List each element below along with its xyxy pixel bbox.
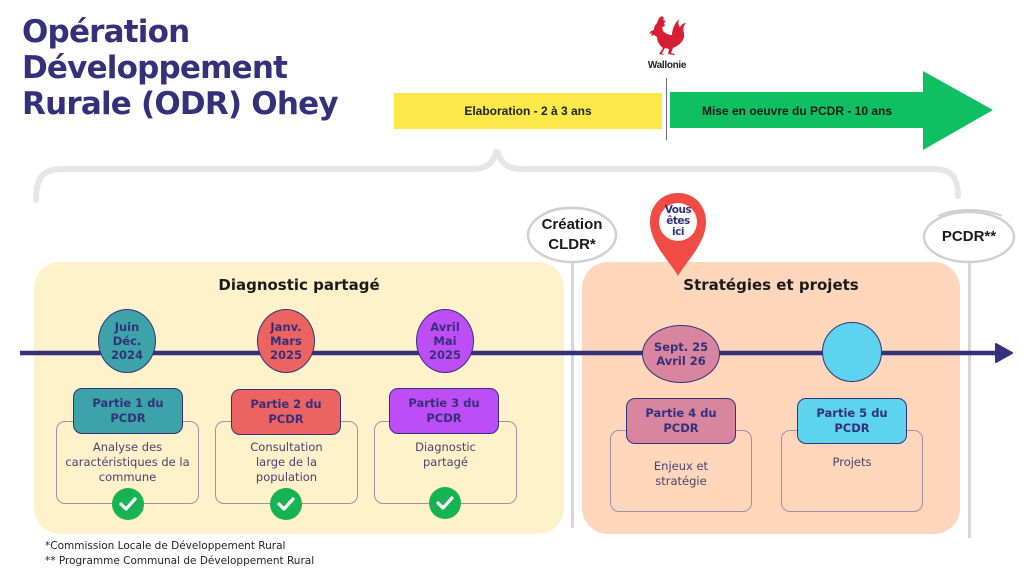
completed-check-icon (112, 488, 144, 520)
date-line: Janv. (270, 320, 302, 334)
completed-check-icon (429, 487, 461, 519)
title-line-1: Opération (22, 14, 190, 50)
part-line: PCDR (110, 411, 146, 425)
part-label-step-1: Partie 1 du PCDR (73, 388, 183, 434)
part-label-step-3: Partie 3 du PCDR (389, 388, 499, 434)
footnote-pcdr: ** Programme Communal de Développement R… (45, 555, 315, 567)
description-line: population (255, 470, 318, 484)
description-line: Enjeux et (653, 459, 709, 473)
part-label-step-2: Partie 2 du PCDR (231, 389, 341, 435)
part-line: Partie 2 du (250, 397, 322, 411)
phase-divider (666, 78, 667, 140)
description-line: Projets (832, 455, 872, 469)
part-line: PCDR (834, 421, 870, 435)
description-line: partagé (422, 455, 468, 469)
part-line: Partie 1 du (92, 396, 164, 410)
date-node-step-5 (822, 322, 882, 382)
part-line: PCDR (268, 412, 304, 426)
footnote-cldr: *Commission Locale de Développement Rura… (45, 540, 286, 552)
cldr-line-1: Création (541, 216, 603, 233)
panel-diagnostic-title: Diagnostic partagé (218, 276, 380, 294)
description-line: caractéristiques de la (65, 455, 190, 469)
you-are-here-line-2: êtes (666, 215, 690, 227)
date-line: Avril 26 (656, 354, 706, 368)
logo-text: Wallonie (647, 60, 687, 71)
cldr-line-2: CLDR* (548, 236, 596, 253)
part-line: PCDR (663, 421, 699, 435)
part-line: Partie 4 du (645, 406, 717, 420)
phase-implementation-label: Mise en oeuvre du PCDR - 10 ans (701, 104, 893, 118)
cldr-milestone: Création CLDR* (524, 211, 620, 259)
you-are-here-line-1: Vous (664, 204, 692, 216)
date-node-step-1: Juin Déc. 2024 (98, 309, 156, 373)
pcdr-label: PCDR** (941, 228, 997, 245)
part-label-step-4: Partie 4 du PCDR (626, 398, 736, 444)
description-box-step-3: Diagnostic partagé (374, 421, 517, 504)
pcdr-milestone-line (968, 256, 971, 538)
page-title: Opération Développement Rurale (ODR) Ohe… (22, 14, 339, 122)
you-are-here-line-3: ici (672, 226, 684, 238)
pcdr-bubble-outline (922, 209, 1016, 264)
date-line: Déc. (112, 334, 142, 348)
date-line: Mai (433, 334, 457, 348)
description-line: Consultation (250, 440, 323, 454)
date-line: 2025 (428, 348, 461, 362)
location-pin-icon (650, 193, 706, 276)
phase-elaboration-label: Elaboration - 2 à 3 ans (464, 104, 592, 118)
date-line: Avril (430, 320, 460, 334)
description-line: commune (98, 470, 157, 484)
date-line: Mars (270, 334, 302, 348)
description-line: Analyse des (92, 440, 163, 454)
date-node-step-2: Janv. Mars 2025 (257, 309, 315, 373)
timeline-arrowhead (995, 343, 1013, 363)
date-node-step-4: Sept. 25 Avril 26 (642, 325, 720, 383)
part-label-step-5: Partie 5 du PCDR (797, 398, 907, 444)
part-line: PCDR (426, 411, 462, 425)
you-are-here-label: Vous êtes ici (658, 205, 698, 238)
phase-implementation-arrow (670, 71, 993, 150)
description-line: large de la (255, 455, 318, 469)
panel-strategy-title: Stratégies et projets (683, 276, 859, 294)
description-line: Diagnostic (415, 440, 476, 454)
description-line: stratégie (655, 474, 707, 488)
part-line: Partie 3 du (408, 396, 480, 410)
date-line: Sept. 25 (653, 340, 709, 354)
phase-elaboration: Elaboration - 2 à 3 ans (394, 93, 662, 129)
cldr-milestone-line (571, 250, 574, 528)
description-box-step-1: Analyse des caractéristiques de la commu… (56, 421, 199, 504)
title-line-2: Développement (22, 50, 288, 86)
cldr-bubble-outline (526, 206, 618, 264)
date-line: 2025 (269, 348, 302, 362)
phase-implementation: Mise en oeuvre du PCDR - 10 ans (671, 93, 923, 129)
rooster-icon (649, 16, 686, 55)
part-line: Partie 5 du (816, 406, 888, 420)
wallonie-logo: Wallonie (640, 14, 694, 71)
pcdr-milestone: PCDR** (920, 222, 1018, 252)
completed-check-icon (270, 488, 302, 520)
date-node-step-3: Avril Mai 2025 (416, 309, 474, 373)
title-line-3: Rurale (ODR) Ohey (22, 86, 339, 122)
date-line: 2024 (110, 348, 143, 362)
date-line: Juin (114, 320, 140, 334)
